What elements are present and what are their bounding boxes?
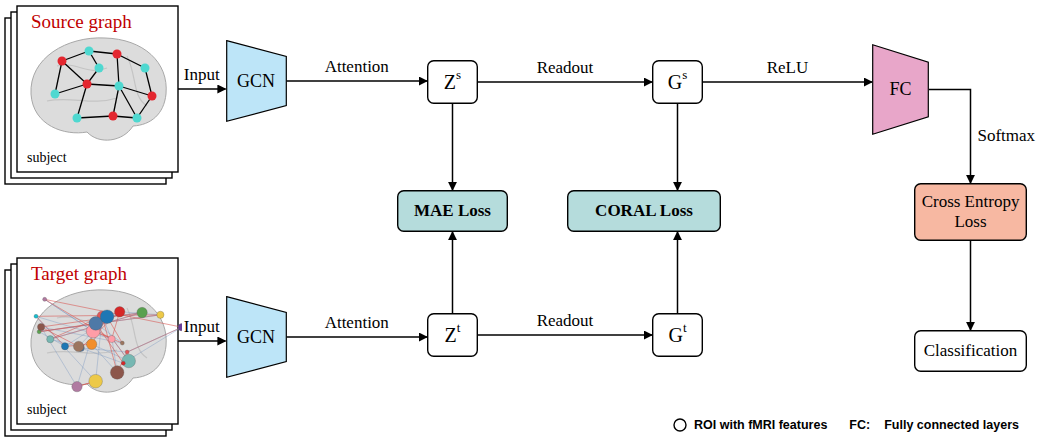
node-label: Z xyxy=(445,324,457,347)
legend-item: ROI with fMRI features xyxy=(672,417,827,433)
network-block: GCN xyxy=(226,296,287,378)
edge-label: Readout xyxy=(535,312,596,331)
edge-label: ReLU xyxy=(765,59,811,78)
node-content: CORAL Loss xyxy=(567,190,721,232)
loss-box: Cross Entropy Loss xyxy=(914,183,1027,241)
arrow-connector xyxy=(677,232,679,313)
network-block: GCN xyxy=(226,40,287,122)
panel-caption: subject xyxy=(27,402,67,418)
node-content: Zt xyxy=(427,313,478,357)
abbreviation: FC: xyxy=(849,418,870,432)
superscript: s xyxy=(456,68,461,83)
superscript: s xyxy=(682,68,687,83)
superscript: t xyxy=(457,321,461,336)
arrow-connector xyxy=(178,340,226,342)
node-content: GCN xyxy=(226,296,287,378)
node-label: MAE Loss xyxy=(414,201,491,221)
variable-box: Zt xyxy=(427,313,478,357)
node-label: G xyxy=(668,324,682,347)
node-content: MAE Loss xyxy=(397,190,508,232)
node-content: Gs xyxy=(652,60,703,104)
arrow-connector xyxy=(287,80,428,82)
arrow-connector xyxy=(703,81,872,83)
edge-label: Input xyxy=(182,66,222,85)
network-block: FC xyxy=(872,44,929,135)
arrow-connector xyxy=(478,81,652,83)
node-content: Cross Entropy Loss xyxy=(914,183,1027,241)
node-content: Classification xyxy=(914,330,1027,372)
edge-label: Attention xyxy=(323,58,391,77)
arrow-connector xyxy=(178,88,226,90)
variable-box: Zs xyxy=(427,60,478,104)
brain-outline xyxy=(31,290,166,392)
arrow-connector xyxy=(452,232,454,313)
variable-box: Gt xyxy=(652,313,703,357)
superscript: t xyxy=(683,321,687,336)
panel-caption: subject xyxy=(27,150,67,166)
edge-label: Input xyxy=(182,318,222,337)
arrow-connector xyxy=(287,336,428,338)
loss-box: CORAL Loss xyxy=(567,190,721,232)
graph-panel: Source graph subject xyxy=(17,6,178,172)
legend-symbol xyxy=(672,417,688,433)
arrow-connector xyxy=(929,90,971,184)
node-label: GCN xyxy=(237,327,275,348)
legend: ROI with fMRI features FC: Fully connected… xyxy=(672,417,1019,433)
node-label: Classification xyxy=(924,341,1017,361)
node-content: Zs xyxy=(427,60,478,104)
panel-title: Source graph xyxy=(31,11,132,33)
arrow-connector xyxy=(970,241,972,330)
arrow-connector xyxy=(677,104,679,190)
variable-box: Gs xyxy=(652,60,703,104)
arrow-connector xyxy=(478,334,652,336)
node-label: GCN xyxy=(237,71,275,92)
node-label: Z xyxy=(444,71,456,94)
legend-text: ROI with fMRI features xyxy=(694,418,827,432)
node-content: Gt xyxy=(652,313,703,357)
abbreviation-meaning: Fully connected layers xyxy=(884,418,1019,432)
node-label: Cross Entropy Loss xyxy=(920,192,1021,231)
arrow-connector xyxy=(452,104,454,190)
edge-label: Softmax xyxy=(976,127,1038,146)
loss-box: MAE Loss xyxy=(397,190,508,232)
node-label: FC xyxy=(889,79,911,100)
panel-title: Target graph xyxy=(31,263,127,285)
node-content: FC xyxy=(872,44,929,135)
edge-label: Readout xyxy=(535,59,596,78)
node-label: CORAL Loss xyxy=(595,201,693,221)
node-label: G xyxy=(668,71,682,94)
node-content: GCN xyxy=(226,40,287,122)
loss-box: Classification xyxy=(914,330,1027,372)
graph-panel: Target graph subject xyxy=(17,258,178,424)
edge-label: Attention xyxy=(323,314,391,333)
brain-outline xyxy=(31,38,166,140)
